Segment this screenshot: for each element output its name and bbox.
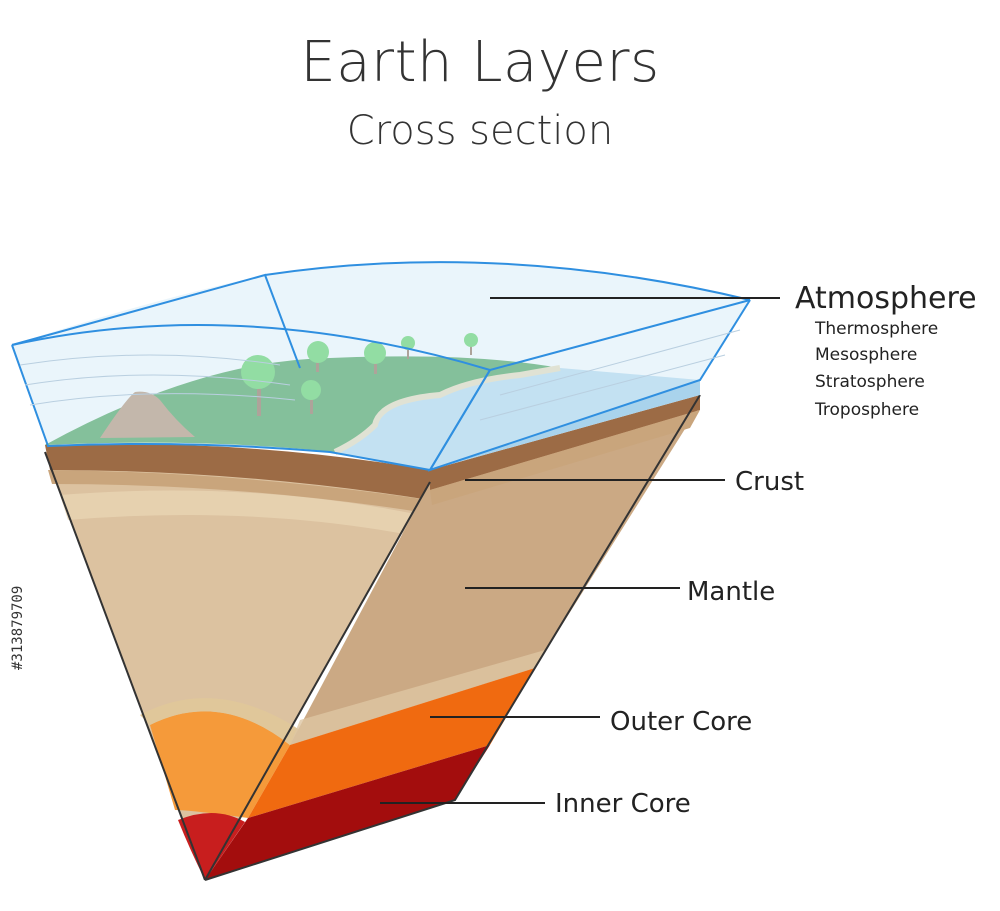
label-mantle: Mantle [687, 577, 775, 607]
atmosphere-shell [11, 261, 751, 472]
side-face [204, 394, 701, 881]
mantle-side [290, 405, 700, 745]
leader-lines [380, 297, 780, 804]
stock-id: #313879709 [10, 585, 26, 670]
label-stratosphere: Stratosphere [815, 372, 925, 392]
page-subtitle: Cross section [346, 108, 614, 154]
label-troposphere: Troposphere [814, 400, 919, 420]
front-face [44, 443, 430, 881]
crust-front [45, 443, 430, 500]
label-atmosphere: Atmosphere [795, 281, 977, 316]
inner-core-side [205, 745, 490, 880]
label-inner-core: Inner Core [555, 789, 691, 819]
inner-core-front [178, 812, 245, 880]
mantle-front [45, 452, 430, 880]
label-outer-core: Outer Core [610, 707, 752, 737]
label-mesosphere: Mesosphere [815, 345, 917, 365]
crust-side [430, 395, 700, 490]
label-thermosphere: Thermosphere [814, 319, 938, 339]
page-title: Earth Layers [300, 30, 660, 95]
label-crust: Crust [735, 467, 804, 497]
outer-core-side [248, 668, 535, 818]
